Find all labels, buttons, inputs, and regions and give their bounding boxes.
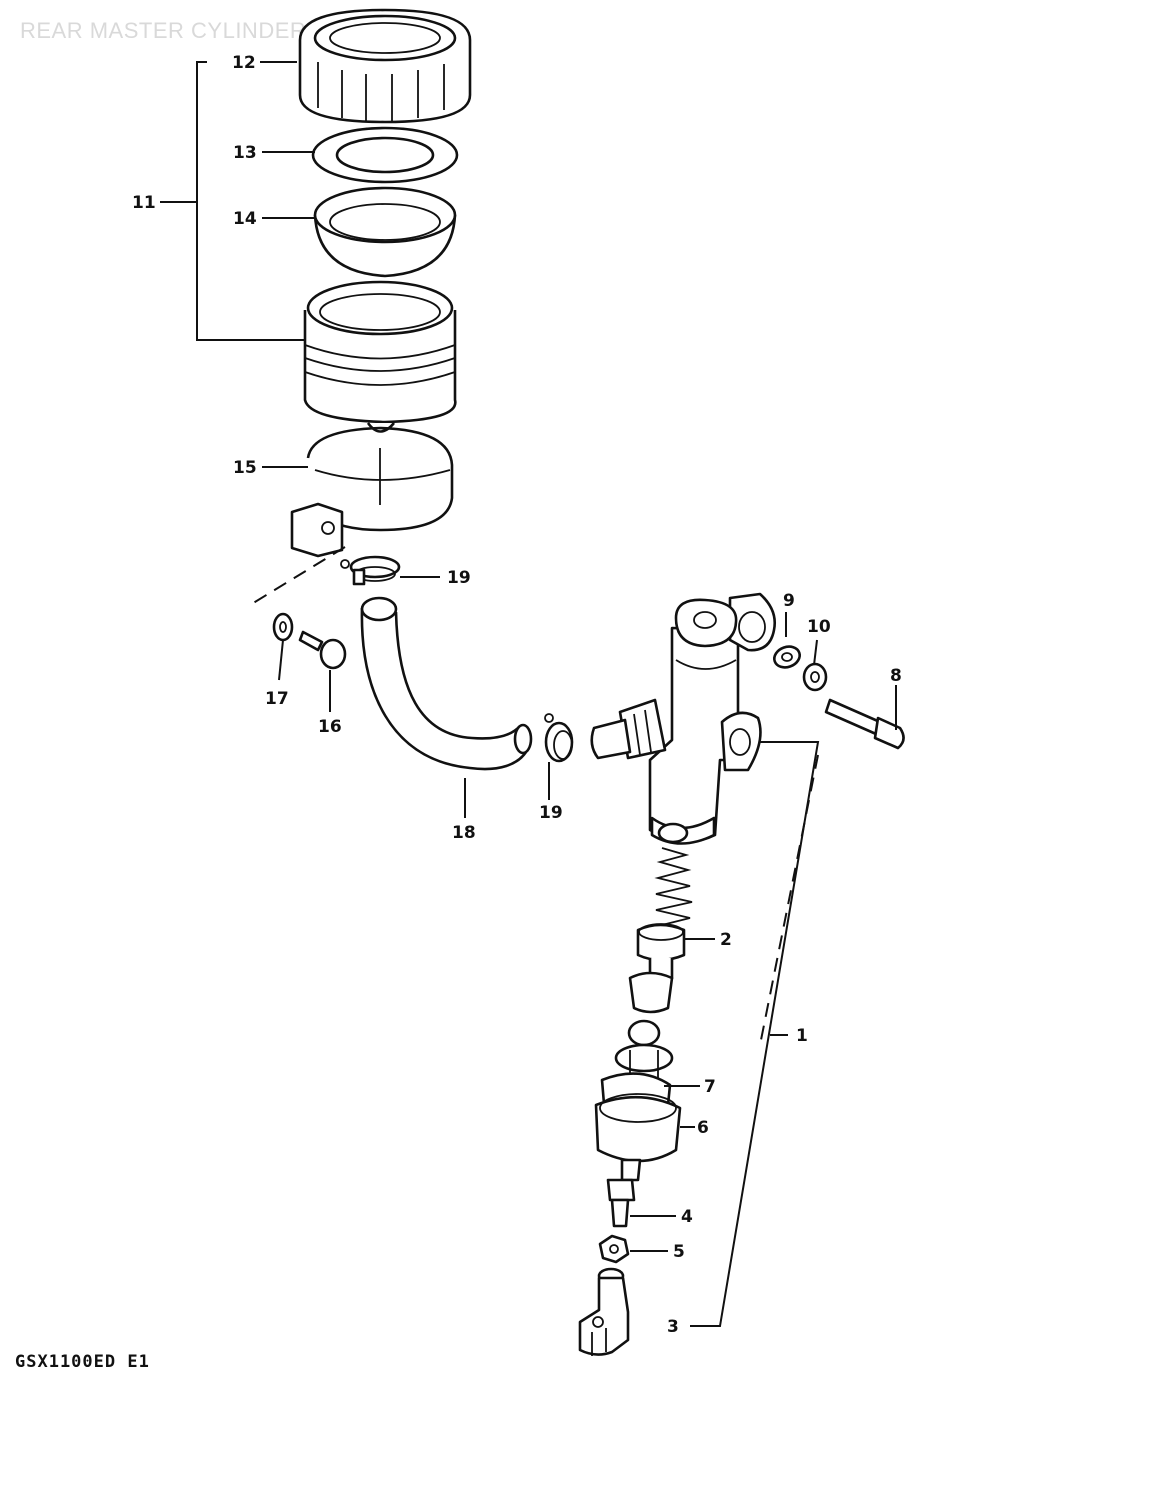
- callout-16: 16: [318, 717, 342, 737]
- callout-14: 14: [233, 209, 257, 229]
- callout-4: 4: [681, 1207, 693, 1227]
- hose-clip-upper: [340, 555, 401, 586]
- hose-clip-lower: [544, 713, 574, 763]
- washer-17: [272, 612, 294, 642]
- washer-9: [773, 645, 801, 669]
- ball-stopper: [627, 1019, 661, 1047]
- callout-19-upper: 19: [447, 568, 471, 588]
- callout-3: 3: [667, 1317, 679, 1337]
- leader-lines: [160, 61, 897, 1327]
- push-rod-4: [606, 1158, 642, 1228]
- callout-10: 10: [807, 617, 831, 637]
- bolt-8: [824, 698, 905, 750]
- callout-6: 6: [697, 1118, 709, 1138]
- lock-nut-5: [598, 1234, 630, 1264]
- boot-6: [594, 1072, 682, 1163]
- callout-9: 9: [783, 591, 795, 611]
- page-title: REAR MASTER CYLINDER: [20, 18, 307, 43]
- model-code: GSX1100ED E1: [15, 1352, 150, 1372]
- diaphragm-plate: [311, 126, 459, 184]
- clevis-3: [578, 1267, 630, 1356]
- reservoir-hose: [360, 596, 533, 771]
- callout-11: 11: [132, 193, 156, 213]
- spring-piston: [628, 822, 693, 1014]
- callout-12: 12: [232, 53, 256, 73]
- callout-18: 18: [452, 823, 476, 843]
- callout-1: 1: [796, 1026, 808, 1046]
- callout-17: 17: [265, 689, 289, 709]
- reservoir-clamp: [290, 426, 454, 558]
- callout-15: 15: [233, 458, 257, 478]
- reservoir-cap: [298, 8, 472, 124]
- callout-7: 7: [704, 1077, 716, 1097]
- callout-8: 8: [890, 666, 902, 686]
- reservoir-tank: [303, 280, 457, 433]
- washer-10: [802, 662, 828, 692]
- callout-labels: 12 13 11 14 15 19 17 16 18 19 9 10 8 2 1…: [132, 53, 902, 1337]
- callout-13: 13: [233, 143, 257, 163]
- bolt-16: [298, 630, 347, 670]
- callout-5: 5: [673, 1242, 685, 1262]
- diaphragm: [313, 186, 457, 278]
- callout-19-lower: 19: [539, 803, 563, 823]
- master-cylinder-body: [590, 592, 776, 845]
- callout-2: 2: [720, 930, 732, 950]
